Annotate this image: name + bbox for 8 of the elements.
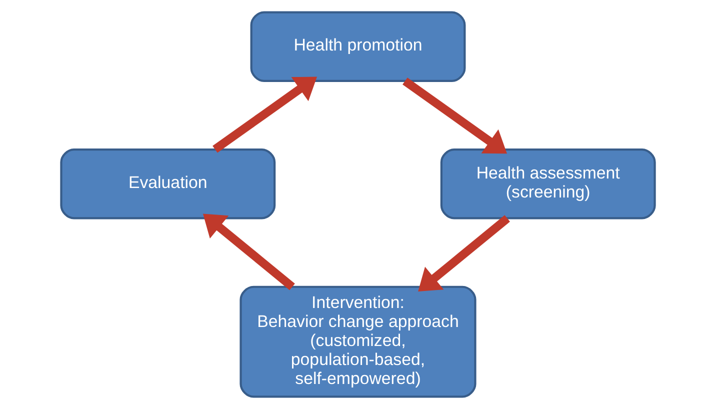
node-box: Intervention: Behavior change approach (customized, population-based, self-empowered) [239,286,476,398]
node-box: Evaluation [60,148,276,220]
node-box: Health assessment (screening) [440,148,656,220]
arrow [402,78,506,154]
arrow [202,214,294,290]
node-box: Health promotion [250,11,466,82]
arrow [418,215,510,292]
arrow [212,76,317,153]
